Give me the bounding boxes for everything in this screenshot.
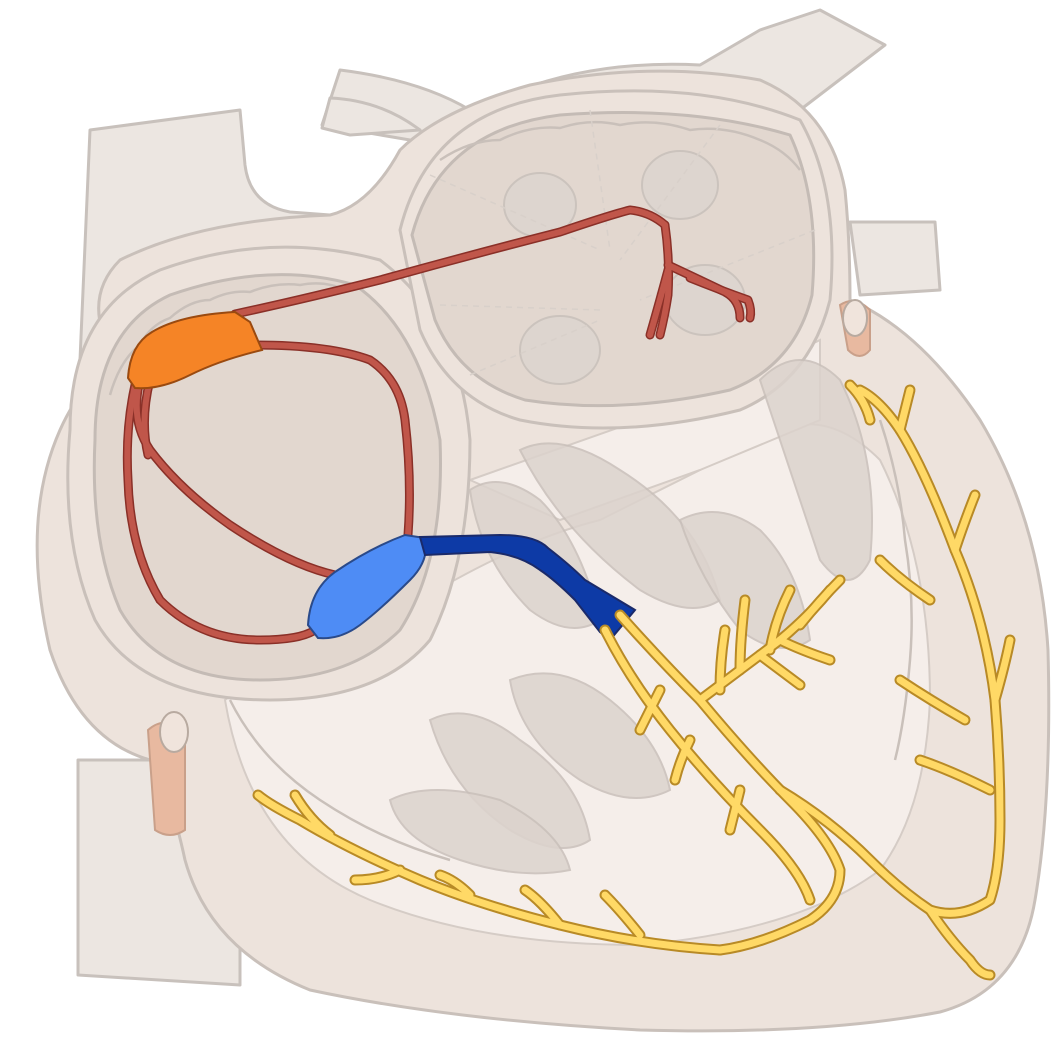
pulmonary-vein-opening-2 bbox=[642, 151, 718, 219]
left-coronary-opening bbox=[843, 300, 867, 336]
pulmonary-vein-opening-3 bbox=[520, 316, 600, 384]
pulmonary-veins bbox=[850, 222, 940, 295]
right-coronary-opening bbox=[160, 712, 188, 752]
